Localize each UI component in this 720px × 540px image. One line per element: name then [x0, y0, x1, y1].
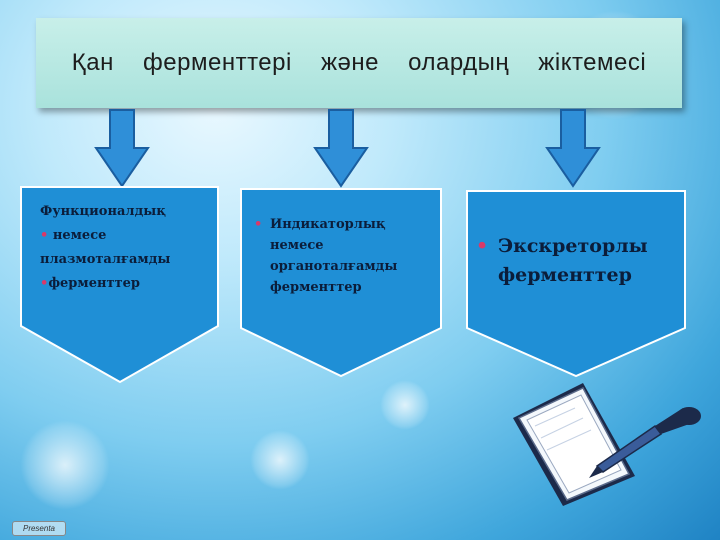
category-card-indicator: •Индикаторлық немесе органоталғамды ферм…	[240, 188, 444, 380]
down-arrow-icon	[313, 109, 369, 188]
paper-and-pen-icon	[513, 383, 701, 506]
down-arrow-icon	[545, 109, 601, 188]
category-line: •ферменттер	[40, 276, 140, 291]
slide-title: Қан ферменттері және олардың жіктемесі	[71, 49, 647, 76]
presenta-logo: Presenta	[12, 521, 66, 536]
down-arrow-icon	[94, 109, 150, 188]
bokeh-light	[20, 420, 110, 510]
category-card-functional: Функционалдық • немесе плазмоталғамды •ф…	[20, 186, 222, 386]
category-line: Функционалдық	[40, 204, 166, 219]
category-text: •Индикаторлық немесе органоталғамды ферм…	[254, 214, 434, 298]
bokeh-light	[380, 380, 430, 430]
category-card-excretory: •Экскреторлы ферменттер	[466, 190, 688, 380]
category-line: • немесе плазмоталғамды	[40, 228, 171, 267]
category-text: •Экскреторлы ферменттер	[476, 232, 686, 290]
category-line: •Экскреторлы ферменттер	[476, 235, 648, 286]
bokeh-light	[250, 430, 310, 490]
title-box: Қан ферменттері және олардың жіктемесі	[36, 18, 682, 108]
category-line: •Индикаторлық немесе органоталғамды ферм…	[254, 217, 398, 295]
category-text: Функционалдық • немесе плазмоталғамды •ф…	[40, 200, 220, 296]
